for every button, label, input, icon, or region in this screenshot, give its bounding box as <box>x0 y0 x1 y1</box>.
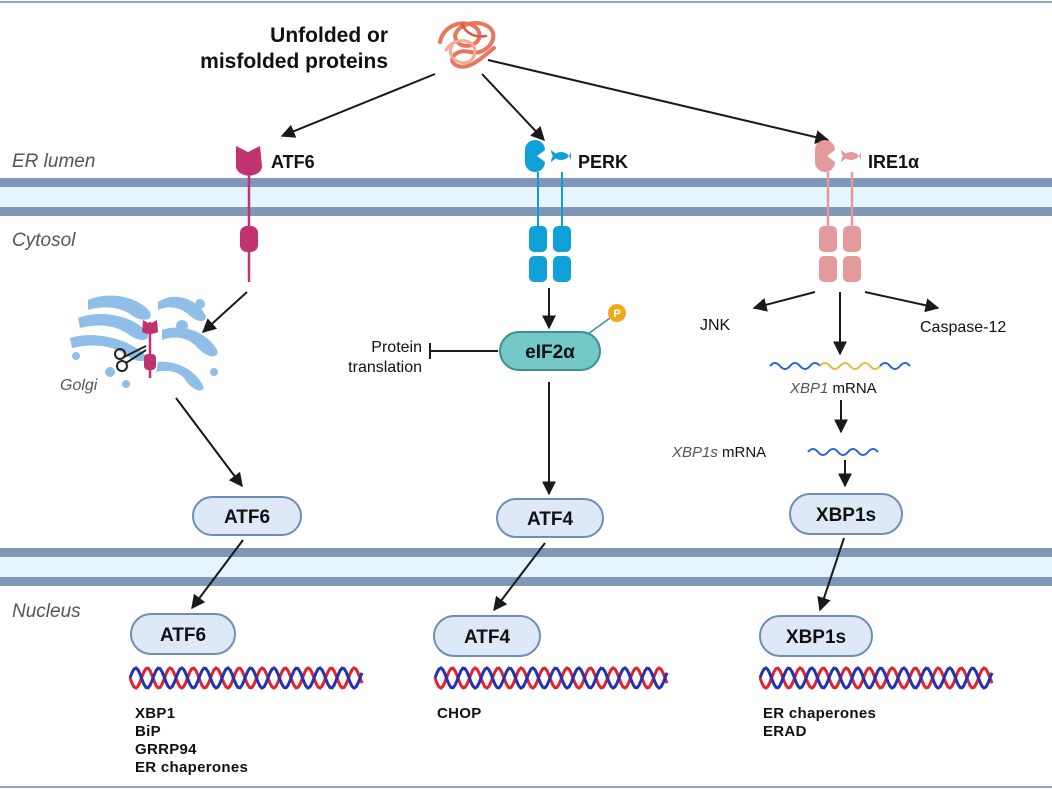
dna-strand-blue <box>128 666 364 690</box>
xbp1s-cytosol-label: XBP1s <box>816 505 876 526</box>
atf6-nucleus-label: ATF6 <box>160 625 206 646</box>
phosphate-label: P <box>613 308 620 320</box>
arrow-to-atf6 <box>280 73 436 138</box>
xbp1s-target-1: ERAD <box>763 723 807 740</box>
cleaved-atf6-icon <box>142 320 158 378</box>
golgi-icon <box>70 295 218 391</box>
atf6-target-3: ER chaperones <box>135 759 248 776</box>
eif2a-node: eIF2α <box>499 331 601 371</box>
xbp1-mrna-icon <box>769 362 911 370</box>
arrow-ire1-to-jnk <box>752 291 816 312</box>
nucleus-label: Nucleus <box>12 601 81 622</box>
dna-helix-xbp1s <box>758 666 994 690</box>
atf6-target-2: GRRP94 <box>135 741 197 758</box>
atf4-nucleus-node: ATF4 <box>433 615 541 657</box>
xbp1s-mrna-label: XBP1s mRNA <box>671 444 766 461</box>
dna-strand-blue <box>433 666 669 690</box>
atf4-nucleus-label: ATF4 <box>464 627 511 648</box>
cytosol-label: Cytosol <box>12 230 76 251</box>
er-membrane <box>0 178 1052 216</box>
er-lumen-label: ER lumen <box>12 151 95 172</box>
arrow-atf4-to-nucleus <box>493 542 546 612</box>
atf4-cytosol-node: ATF4 <box>496 498 604 538</box>
dna-strand-blue <box>758 666 994 690</box>
dna-helix-atf4 <box>433 666 669 690</box>
arrow-ire1-to-caspase <box>864 291 940 313</box>
protein-translation-line2: translation <box>348 359 422 376</box>
xbp1-gene: XBP1 <box>789 380 828 397</box>
phosphate-badge: P <box>608 304 626 322</box>
xbp1-mrna-label: XBP1 mRNA <box>789 380 877 397</box>
atf6-cytosol-node: ATF6 <box>192 496 302 536</box>
inhibition-bar <box>429 343 498 359</box>
dna-helix-atf6 <box>128 666 364 690</box>
atf4-target-genes: CHOP <box>437 705 482 722</box>
atf6-receptor-label: ATF6 <box>271 152 315 172</box>
arrow-atf6-to-golgi <box>201 291 248 333</box>
arrow-atf6-to-nucleus <box>191 539 244 610</box>
xbp1-mrna-suffix: mRNA <box>828 380 876 397</box>
stressor-line1: Unfolded or <box>270 24 388 47</box>
protein-translation-line1: Protein <box>371 339 422 356</box>
arrow-golgi-to-atf6 <box>175 397 243 488</box>
ire1-receptor-label: IRE1α <box>868 152 919 172</box>
atf6-target-1: BiP <box>135 723 161 740</box>
atf4-target-0: CHOP <box>437 705 482 722</box>
atf6-nucleus-node: ATF6 <box>130 613 236 655</box>
perk-receptor <box>525 140 571 282</box>
dna-strand-red <box>128 666 364 690</box>
xbp1s-nucleus-node: XBP1s <box>759 615 873 657</box>
atf6-target-0: XBP1 <box>135 705 175 722</box>
caspase-label: Caspase-12 <box>920 319 1006 336</box>
golgi-label: Golgi <box>60 377 98 394</box>
xbp1s-mrna-suffix: mRNA <box>718 444 766 461</box>
xbp1s-target-0: ER chaperones <box>763 705 876 722</box>
xbp1s-nucleus-label: XBP1s <box>786 627 846 648</box>
atf6-receptor <box>236 146 262 282</box>
perk-receptor-label: PERK <box>578 152 628 172</box>
atf6-target-genes: XBP1 BiP GRRP94 ER chaperones <box>135 705 248 776</box>
eif2a-label: eIF2α <box>525 342 575 363</box>
scissors-icon <box>114 345 147 372</box>
jnk-label: JNK <box>700 317 731 334</box>
misfolded-protein-icon <box>438 21 496 69</box>
arrow-to-ire1 <box>487 59 830 144</box>
xbp1s-cytosol-node: XBP1s <box>789 493 903 535</box>
arrow-xbp1s-to-nucleus <box>817 537 845 612</box>
stressor-line2: misfolded proteins <box>200 50 388 73</box>
xbp1s-mrna-icon <box>807 448 879 456</box>
phospho-link <box>587 317 611 335</box>
dna-strand-red <box>758 666 994 690</box>
dna-strand-red <box>433 666 669 690</box>
atf4-cytosol-label: ATF4 <box>527 509 574 530</box>
xbp1s-gene: XBP1s <box>671 444 718 461</box>
atf6-cytosol-label: ATF6 <box>224 507 270 528</box>
arrow-to-perk <box>481 73 545 142</box>
ire1-receptor <box>815 140 861 282</box>
xbp1s-target-genes: ER chaperones ERAD <box>763 705 876 740</box>
